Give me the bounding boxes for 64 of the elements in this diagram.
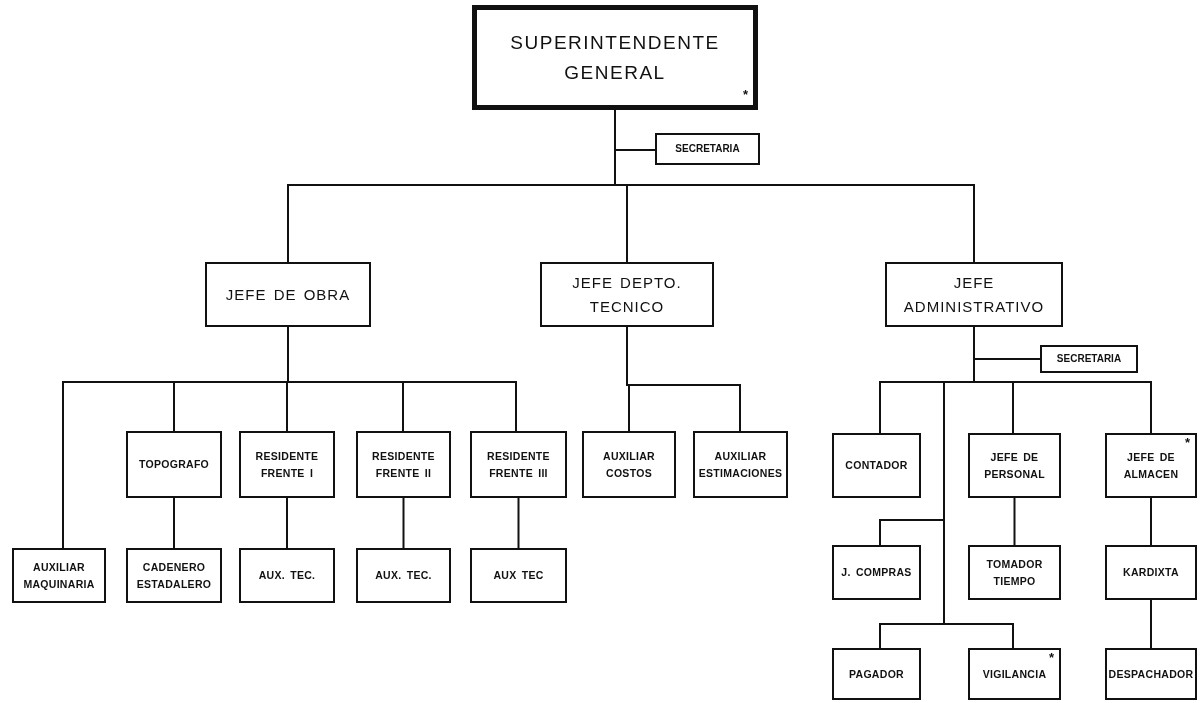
position-box	[470, 548, 567, 603]
position-box	[472, 5, 758, 110]
position-title: JEFE DE ALMACEN	[1122, 450, 1180, 482]
position-title: VIGILANCIA	[982, 666, 1047, 682]
position-box	[968, 545, 1061, 600]
position-box	[1105, 648, 1197, 700]
position-box	[693, 431, 788, 498]
position-box	[1105, 545, 1197, 600]
position-box	[1105, 433, 1197, 498]
position-title: DESPACHADOR	[1108, 666, 1194, 682]
position-box	[356, 431, 451, 498]
connector-line	[626, 326, 741, 432]
position-title: JEFE ADMINISTRATIVO	[902, 273, 1046, 317]
position-box	[540, 262, 714, 327]
position-title: SECRETARIA	[675, 142, 740, 157]
position-title: CONTADOR	[845, 458, 908, 474]
connector-line	[173, 497, 175, 549]
position-title: TOMADOR TIEMPO	[985, 557, 1044, 589]
connector-line	[1150, 599, 1152, 649]
position-box	[126, 431, 222, 498]
position-title: SECRETARIA	[1056, 352, 1122, 367]
position-title: TOPOGRAFO	[138, 457, 210, 473]
position-title: JEFE DE PERSONAL	[983, 450, 1046, 482]
connector-line	[402, 497, 405, 549]
position-title: AUX TEC	[493, 568, 544, 584]
connector-line	[517, 497, 520, 549]
connector-line	[1150, 497, 1152, 546]
position-title: JEFE DE OBRA	[225, 284, 351, 305]
position-title: CADENERO ESTADALERO	[135, 560, 213, 592]
position-title: AUXILIAR ESTIMACIONES	[698, 449, 783, 481]
position-title: AUX. TEC.	[258, 568, 316, 584]
position-box	[239, 431, 335, 498]
position-title: SUPERINTENDENTE GENERAL	[509, 31, 721, 85]
position-box	[832, 545, 921, 600]
position-box	[832, 433, 921, 498]
position-title: KARDIXTA	[1123, 565, 1179, 581]
connector-line	[286, 497, 288, 549]
position-title: RESIDENTE FRENTE I	[254, 449, 320, 481]
position-box	[1040, 345, 1138, 373]
position-title: JEFE DEPTO. TECNICO	[571, 273, 683, 317]
position-box	[968, 648, 1061, 700]
position-box	[356, 548, 451, 603]
position-title: J. COMPRAS	[841, 565, 912, 581]
footnote-mark: *	[1184, 436, 1190, 449]
position-box	[239, 548, 335, 603]
position-title: RESIDENTE FRENTE III	[486, 449, 551, 481]
position-box	[655, 133, 760, 165]
position-box	[470, 431, 567, 498]
position-title: PAGADOR	[849, 666, 904, 682]
connector-line	[287, 326, 517, 432]
position-title: AUXILIAR COSTOS	[602, 449, 656, 481]
position-box	[832, 648, 921, 700]
position-title: AUXILIAR MAQUINARIA	[22, 560, 96, 592]
position-box	[582, 431, 676, 498]
footnote-mark: *	[1048, 651, 1054, 664]
position-title: AUX. TEC.	[375, 568, 432, 584]
connector-line	[1013, 497, 1016, 546]
position-box	[885, 262, 1063, 327]
position-title: RESIDENTE FRENTE II	[371, 449, 436, 481]
position-box	[126, 548, 222, 603]
position-box	[12, 548, 106, 603]
position-box	[205, 262, 371, 327]
position-box	[968, 433, 1061, 498]
footnote-mark: *	[742, 88, 748, 101]
